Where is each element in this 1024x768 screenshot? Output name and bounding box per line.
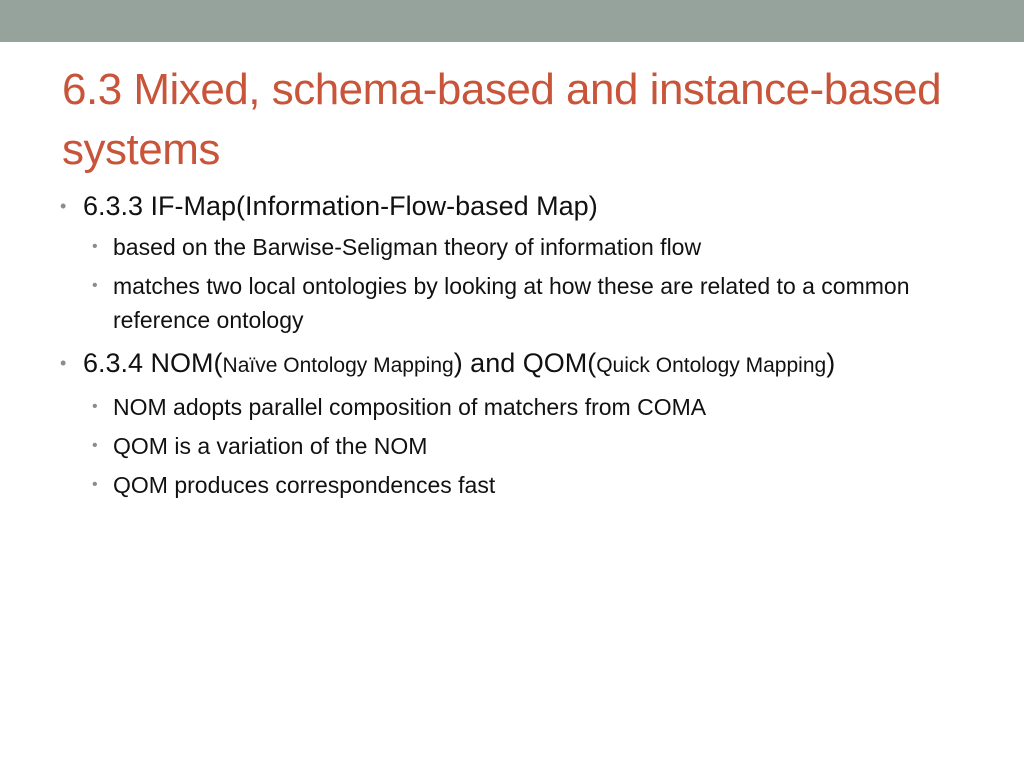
bullet-dot-icon: • — [92, 277, 98, 294]
bullet-level2: • QOM produces correspondences fast — [60, 468, 970, 502]
bullet-dot-icon: • — [60, 196, 67, 216]
slide-title: 6.3 Mixed, schema-based and instance-bas… — [62, 65, 942, 174]
bullet-text: 6.3.3 IF-Map(Information-Flow-based Map) — [83, 191, 598, 221]
bullet-dot-icon: • — [92, 238, 98, 255]
bullet-level1: • 6.3.3 IF-Map(Information-Flow-based Ma… — [60, 188, 970, 224]
bullet-text: NOM adopts parallel composition of match… — [113, 394, 707, 420]
bullet-text-part-small: Quick Ontology Mapping — [596, 354, 827, 377]
bullet-level2: • matches two local ontologies by lookin… — [60, 269, 970, 337]
bullet-text: matches two local ontologies by looking … — [113, 273, 910, 333]
bullet-text: QOM produces correspondences fast — [113, 472, 496, 498]
bullet-level2: • QOM is a variation of the NOM — [60, 429, 970, 463]
bullet-dot-icon: • — [92, 437, 98, 454]
bullet-text-part: ) — [826, 348, 836, 378]
bullet-level1: • 6.3.4 NOM(Naïve Ontology Mapping) and … — [60, 345, 970, 384]
bullet-text-part: ) and QOM( — [453, 348, 597, 378]
bullet-dot-icon: • — [60, 353, 67, 373]
slide-content: • 6.3.3 IF-Map(Information-Flow-based Ma… — [60, 188, 970, 507]
top-accent-bar — [0, 0, 1024, 42]
bullet-dot-icon: • — [92, 398, 98, 415]
bullet-text: QOM is a variation of the NOM — [113, 433, 428, 459]
bullet-level2: • based on the Barwise-Seligman theory o… — [60, 230, 970, 264]
bullet-level2: • NOM adopts parallel composition of mat… — [60, 390, 970, 424]
bullet-dot-icon: • — [92, 476, 98, 493]
bullet-text: based on the Barwise-Seligman theory of … — [113, 234, 702, 260]
bullet-text-part: 6.3.4 NOM( — [83, 348, 223, 378]
bullet-text-part-small: Naïve Ontology Mapping — [222, 354, 454, 377]
